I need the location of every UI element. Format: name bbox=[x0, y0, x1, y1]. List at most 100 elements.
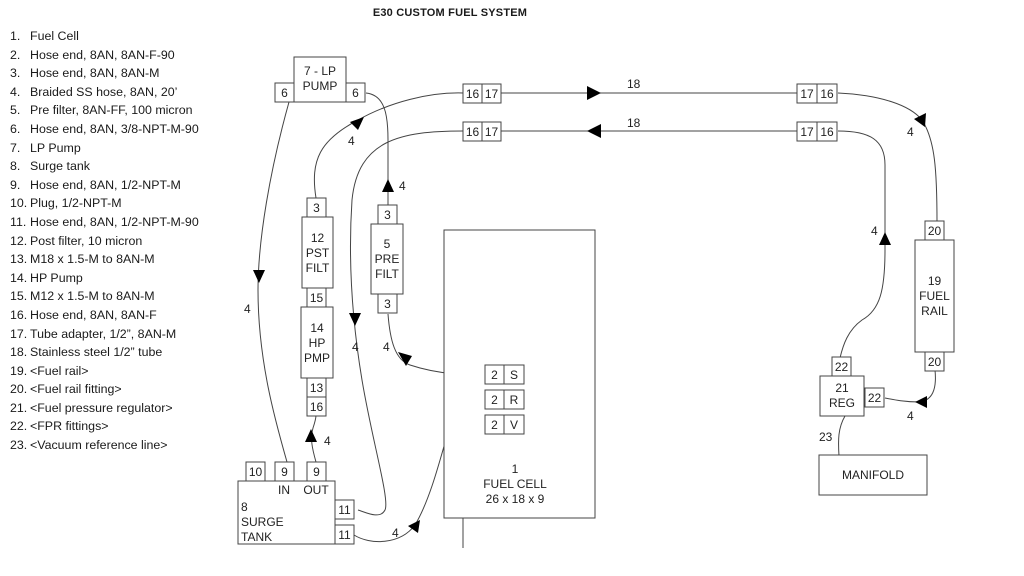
svg-text:3: 3 bbox=[384, 208, 391, 222]
svg-text:PRE: PRE bbox=[375, 252, 400, 266]
svg-text:MANIFOLD: MANIFOLD bbox=[842, 468, 904, 482]
hose-return-tube-to-surge bbox=[349, 130, 464, 516]
svg-text:17: 17 bbox=[485, 125, 499, 139]
legend-item: 2.Hose end, 8AN, 8AN-F-90 bbox=[10, 47, 175, 62]
flow-arrow-up-right bbox=[350, 117, 364, 130]
legend-item: 17.Tube adapter, 1/2”, 8AN-M bbox=[10, 326, 177, 341]
svg-text:8: 8 bbox=[241, 500, 248, 514]
svg-text:FUEL: FUEL bbox=[919, 289, 950, 303]
legend-item: 11.Hose end, 8AN, 1/2-NPT-M-90 bbox=[10, 214, 199, 229]
legend-item: 18.Stainless steel 1/2” tube bbox=[10, 345, 163, 360]
svg-text:19: 19 bbox=[928, 274, 942, 288]
svg-text:R: R bbox=[510, 393, 519, 407]
svg-text:FUEL CELL: FUEL CELL bbox=[483, 477, 547, 491]
flow-arrow-left bbox=[915, 396, 927, 408]
supply-tube-fittings: 16 17 17 16 bbox=[462, 83, 838, 104]
legend-item: 13.M18 x 1.5-M to 8AN-M bbox=[10, 252, 155, 267]
hose-lp-pump-to-surge-in bbox=[257, 101, 290, 463]
svg-text:21: 21 bbox=[835, 381, 849, 395]
fitting-label: 6 bbox=[281, 86, 288, 100]
svg-text:16: 16 bbox=[310, 400, 324, 414]
legend-item: 19.<Fuel rail> bbox=[10, 363, 89, 378]
svg-text:5: 5 bbox=[384, 237, 391, 251]
svg-text:PUMP: PUMP bbox=[303, 79, 338, 93]
parts-legend: 1.Fuel Cell 2.Hose end, 8AN, 8AN-F-90 3.… bbox=[10, 27, 199, 455]
svg-text:PST: PST bbox=[306, 246, 330, 260]
tube-label: 18 bbox=[627, 116, 641, 130]
svg-text:HP: HP bbox=[309, 336, 326, 350]
legend-item: 21.<Fuel pressure regulator> bbox=[10, 400, 173, 415]
svg-text:PMP: PMP bbox=[304, 351, 330, 365]
legend-item: 5.Pre filter, 8AN-FF, 100 micron bbox=[10, 103, 193, 118]
diagram-title: E30 CUSTOM FUEL SYSTEM bbox=[372, 7, 528, 19]
hose-label: 4 bbox=[352, 340, 359, 354]
svg-text:17: 17 bbox=[485, 87, 499, 101]
svg-text:17: 17 bbox=[800, 125, 814, 139]
legend-item: 1.Fuel Cell bbox=[10, 29, 79, 43]
svg-text:17: 17 bbox=[800, 87, 814, 101]
hose-label: 4 bbox=[907, 125, 914, 139]
hose-label: 4 bbox=[392, 526, 399, 540]
svg-text:S: S bbox=[510, 368, 518, 382]
svg-text:16: 16 bbox=[820, 87, 834, 101]
svg-text:13: 13 bbox=[310, 381, 324, 395]
surge-tank: 10 9 9 IN OUT 8 SURGE TANK 11 11 bbox=[237, 461, 355, 545]
svg-text:9: 9 bbox=[313, 465, 320, 479]
flow-arrow-up-left bbox=[398, 352, 412, 366]
fuel-cell-port-v: 2 V bbox=[484, 414, 525, 435]
svg-text:15: 15 bbox=[310, 291, 324, 305]
svg-text:FILT: FILT bbox=[375, 267, 399, 281]
flow-arrow-up bbox=[305, 429, 317, 442]
flow-arrows bbox=[253, 86, 927, 533]
post-filter: 3 12 PST FILT 15 bbox=[301, 197, 334, 308]
flow-arrow-up-right bbox=[408, 520, 420, 533]
legend-item: 23.<Vacuum reference line> bbox=[10, 438, 168, 453]
svg-text:10: 10 bbox=[249, 465, 263, 479]
fuel-cell: 1 FUEL CELL 26 x 18 x 9 2 S 2 R 2 V bbox=[443, 229, 596, 519]
svg-text:3: 3 bbox=[313, 201, 320, 215]
hose-regulator-to-return-tube bbox=[837, 130, 886, 359]
hose-lp-pump-to-pre-filter bbox=[365, 92, 389, 206]
legend-item: 16.Hose end, 8AN, 8AN-F bbox=[10, 307, 157, 322]
hose-label: 4 bbox=[907, 409, 914, 423]
fitting-label: 6 bbox=[352, 86, 359, 100]
lp-pump: 7 - LP PUMP 6 6 bbox=[274, 56, 366, 103]
svg-text:11: 11 bbox=[338, 528, 351, 542]
legend-item: 12.Post filter, 10 micron bbox=[10, 233, 143, 248]
svg-text:2: 2 bbox=[491, 368, 498, 382]
svg-text:20: 20 bbox=[928, 355, 942, 369]
flow-arrow-down bbox=[253, 270, 265, 283]
svg-text:9: 9 bbox=[281, 465, 288, 479]
legend-item: 22.<FPR fittings> bbox=[10, 419, 109, 434]
fuel-pressure-regulator: 22 21 REG 22 bbox=[819, 356, 885, 417]
legend-item: 8.Surge tank bbox=[10, 159, 90, 174]
hose-label: 4 bbox=[348, 134, 355, 148]
svg-text:1: 1 bbox=[512, 462, 519, 476]
hose-label: 4 bbox=[383, 340, 390, 354]
svg-text:7 - LP: 7 - LP bbox=[304, 64, 336, 78]
svg-text:3: 3 bbox=[384, 297, 391, 311]
manifold: MANIFOLD bbox=[818, 454, 928, 496]
svg-text:26 x 18 x 9: 26 x 18 x 9 bbox=[486, 492, 545, 506]
pre-filter: 3 5 PRE FILT 3 bbox=[370, 204, 404, 314]
legend-item: 10.Plug, 1/2-NPT-M bbox=[10, 196, 122, 211]
tube-label: 18 bbox=[627, 77, 641, 91]
return-tube-fittings: 16 17 17 16 bbox=[462, 121, 838, 142]
hp-pump: 14 HP PMP 13 16 bbox=[300, 306, 334, 417]
flow-arrow-down bbox=[349, 313, 361, 326]
svg-text:2: 2 bbox=[491, 393, 498, 407]
svg-text:SURGE: SURGE bbox=[241, 515, 284, 529]
flow-arrow-right bbox=[587, 86, 601, 100]
hose-label: 4 bbox=[324, 434, 331, 448]
svg-text:REG: REG bbox=[829, 396, 855, 410]
legend-item: 7.LP Pump bbox=[10, 140, 81, 155]
legend-item: 14.HP Pump bbox=[10, 270, 83, 285]
svg-text:11: 11 bbox=[338, 503, 351, 517]
svg-text:FILT: FILT bbox=[306, 261, 330, 275]
legend-item: 4.Braided SS hose, 8AN, 20’ bbox=[10, 84, 178, 99]
svg-text:14: 14 bbox=[310, 321, 324, 335]
hose-fuel-rail-to-regulator bbox=[884, 369, 936, 403]
svg-text:16: 16 bbox=[466, 87, 480, 101]
fuel-rail: 20 19 FUEL RAIL 20 bbox=[914, 220, 955, 372]
